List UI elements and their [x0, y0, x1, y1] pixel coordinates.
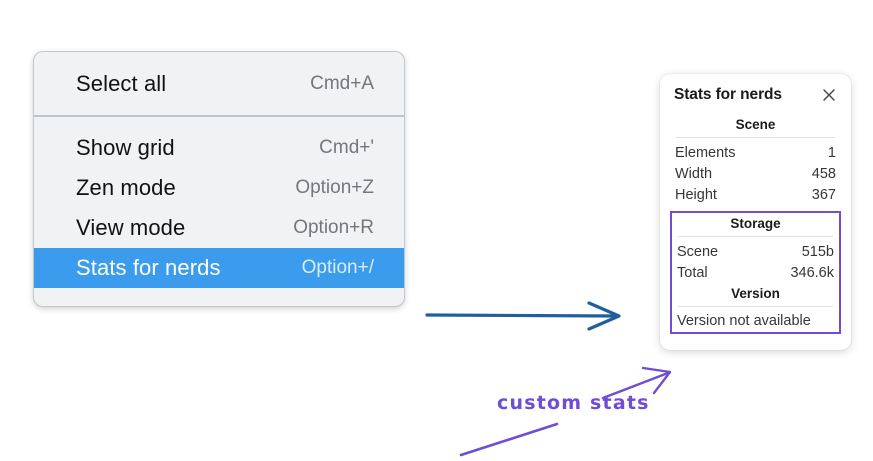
- stats-section-version: Version Version not available: [676, 283, 835, 329]
- menu-item-shortcut: Option+R: [293, 217, 374, 238]
- custom-stats-region: Storage Scene 515b Total 346.6k Version …: [670, 211, 841, 334]
- menu-group-1: Select all Cmd+A: [34, 52, 404, 117]
- menu-item-view-mode[interactable]: View mode Option+R: [34, 208, 404, 248]
- stats-section-storage: Storage Scene 515b Total 346.6k: [676, 213, 835, 283]
- stat-key: Scene: [677, 243, 719, 260]
- section-heading: Storage: [730, 216, 781, 231]
- menu-item-label: View mode: [76, 215, 186, 240]
- menu-item-label: Zen mode: [76, 175, 176, 200]
- menu-item-zen-mode[interactable]: Zen mode Option+Z: [34, 168, 404, 208]
- close-icon[interactable]: [821, 87, 837, 103]
- stat-row: Width 458: [674, 163, 837, 184]
- menu-item-shortcut: Option+Z: [295, 177, 374, 198]
- stat-value: 346.6k: [790, 264, 834, 281]
- section-divider: [676, 137, 835, 138]
- stat-value: 1: [827, 144, 836, 161]
- purple-underline-annotation: [459, 422, 559, 457]
- blue-arrow-annotation: [425, 301, 621, 331]
- menu-item-label: Show grid: [76, 135, 175, 160]
- stat-value: 367: [811, 186, 836, 203]
- menu-group-2: Show grid Cmd+' Zen mode Option+Z View m…: [34, 117, 404, 306]
- stat-key: Width: [675, 165, 713, 182]
- stat-key: Total: [677, 264, 708, 281]
- section-divider: [678, 306, 833, 307]
- stat-key: Height: [675, 186, 717, 203]
- menu-item-show-grid[interactable]: Show grid Cmd+': [34, 128, 404, 168]
- stat-key: Elements: [675, 144, 736, 161]
- menu-item-shortcut: Cmd+A: [310, 73, 374, 94]
- menu-item-label: Stats for nerds: [76, 255, 221, 280]
- stat-value: 458: [811, 165, 836, 182]
- stat-row: Scene 515b: [676, 241, 835, 262]
- menu-item-shortcut: Option+/: [301, 257, 374, 278]
- stats-for-nerds-panel: Stats for nerds Scene Elements 1 Width 4…: [660, 74, 851, 350]
- stat-row: Total 346.6k: [676, 262, 835, 283]
- annotation-label-custom-stats: custom stats: [497, 392, 650, 414]
- context-menu[interactable]: Select all Cmd+A Show grid Cmd+' Zen mod…: [33, 51, 405, 307]
- section-heading: Scene: [735, 117, 776, 132]
- stats-section-scene: Scene Elements 1 Width 458 Height 367: [674, 114, 837, 205]
- stat-row: Height 367: [674, 184, 837, 205]
- stats-panel-titlebar: Stats for nerds: [674, 86, 837, 104]
- section-divider: [678, 236, 833, 237]
- menu-item-select-all[interactable]: Select all Cmd+A: [34, 64, 404, 104]
- menu-item-label: Select all: [76, 71, 167, 96]
- stats-panel-title: Stats for nerds: [674, 86, 782, 103]
- section-heading: Version: [731, 286, 780, 301]
- menu-item-shortcut: Cmd+': [319, 137, 374, 158]
- menu-footer-spacer: [34, 288, 404, 306]
- version-text: Version not available: [677, 313, 811, 329]
- stat-row: Elements 1: [674, 142, 837, 163]
- menu-item-stats-for-nerds[interactable]: Stats for nerds Option+/: [34, 248, 404, 288]
- stat-value: 515b: [801, 243, 834, 260]
